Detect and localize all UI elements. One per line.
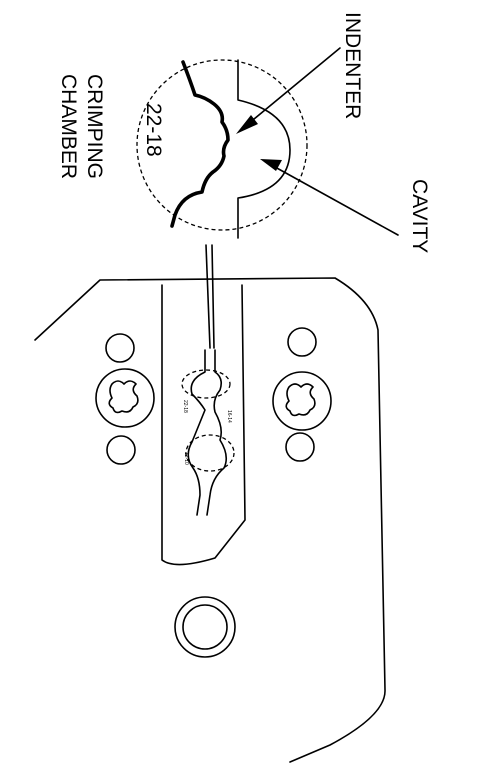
- right-screw-icon: [285, 383, 316, 417]
- indenter-arrowhead: [236, 115, 258, 134]
- left-screw-outer: [95, 368, 155, 428]
- jaw-outline: [34, 277, 386, 763]
- die-profile-left: [187, 349, 206, 516]
- pivot-inner: [182, 604, 228, 650]
- cavity-label: CAVITY: [408, 179, 431, 253]
- die-circle-bottom: [185, 434, 235, 472]
- right-pin-hole-bottom: [285, 432, 315, 462]
- gauge-label: 22-18: [142, 103, 165, 157]
- left-screw-icon: [108, 380, 139, 414]
- magnifier-leader-2: [211, 244, 215, 349]
- indenter-label: INDENTER: [341, 12, 364, 119]
- die-marking-3: 12-10: [183, 452, 189, 465]
- magnified-view-circle: [136, 59, 308, 231]
- left-pin-hole-bottom: [106, 435, 136, 465]
- crimping-chamber-label-line1: CRIMPING: [83, 74, 106, 179]
- indenter-arrow-line: [247, 47, 341, 125]
- right-screw-outer: [272, 371, 332, 431]
- magnified-upper-die: [237, 59, 291, 239]
- die-profile-right: [206, 349, 228, 516]
- right-pin-hole-top: [287, 327, 317, 357]
- pivot-outer: [174, 596, 236, 658]
- left-pin-hole-top: [105, 333, 135, 363]
- magnified-wire-profile: [170, 60, 230, 228]
- die-circle-top: [181, 369, 231, 399]
- crimping-slot: [161, 284, 246, 566]
- crimping-chamber-label-line2: CHAMBER: [57, 74, 80, 179]
- die-marking-1: 22-18: [182, 400, 188, 413]
- cavity-arrow-line: [274, 166, 399, 236]
- cavity-arrowhead: [260, 159, 282, 171]
- die-marking-2: 16-14: [226, 410, 232, 423]
- magnifier-leader: [205, 244, 211, 349]
